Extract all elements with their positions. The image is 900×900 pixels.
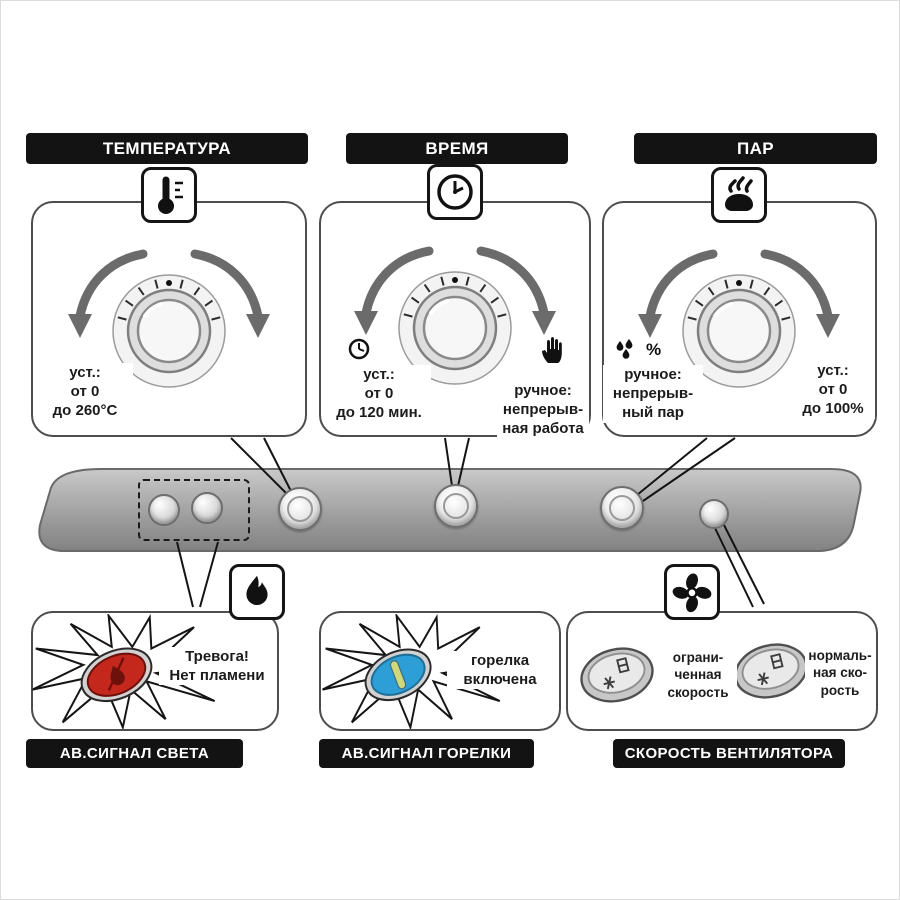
- timer-icon: [348, 338, 370, 360]
- light-alarm-note: Тревога! Нет пламени: [159, 647, 275, 686]
- fan-normal-speed-button[interactable]: [725, 635, 817, 707]
- knob-pointer-dot: [736, 280, 742, 286]
- clock-icon: [427, 164, 483, 220]
- fan-normal-note: нормаль- ная ско- рость: [805, 647, 875, 699]
- header-time-label: ВРЕМЯ: [425, 138, 489, 158]
- rotate-left-arrowhead: [354, 311, 378, 335]
- header-temperature: ТЕМПЕРАТУРА: [26, 133, 308, 164]
- fan-speed-button[interactable]: [699, 499, 729, 529]
- header-steam-label: ПАР: [736, 138, 775, 158]
- burner-lamp-starburst: [322, 614, 505, 729]
- fan-limited-speed-button[interactable]: [571, 639, 663, 711]
- humidity-drops-icon: %: [613, 339, 661, 361]
- time-knob-button[interactable]: [434, 484, 478, 528]
- footer-light-alarm: АВ.СИГНАЛ СВЕТА: [26, 739, 243, 768]
- temperature-knob[interactable]: [59, 236, 279, 411]
- rotate-right-arrowhead: [246, 314, 270, 338]
- temperature-knob-button[interactable]: [278, 487, 322, 531]
- fan-button-glyphs: [757, 653, 784, 686]
- steam-glyph: [725, 176, 753, 211]
- dial-ticks: [403, 276, 507, 318]
- rotate-left-arrow: [361, 246, 434, 318]
- burner-blue-lamp: [364, 648, 432, 702]
- rotate-left-arrowhead: [68, 314, 92, 338]
- fan-icon: [664, 564, 720, 620]
- fan-limited-note: ограни- ченная скорость: [659, 649, 737, 701]
- rotate-right-arrow: [476, 246, 549, 318]
- footer-burner-alarm-label: АВ.СИГНАЛ ГОРЕЛКИ: [341, 745, 512, 762]
- rotate-left-arrow: [75, 249, 148, 321]
- indicator-lights-group: [138, 479, 250, 541]
- time-knob[interactable]: [345, 233, 565, 408]
- knob-pointer-dot: [452, 277, 458, 283]
- thermometer-glyph: [158, 176, 183, 214]
- rotate-right-arrow: [190, 249, 263, 321]
- hand-press-icon: [542, 337, 562, 363]
- steam-manual-note: ручное: непрерыв- ный пар: [603, 365, 703, 423]
- dial-ticks: [117, 279, 221, 321]
- footer-fan-speed: СКОРОСТЬ ВЕНТИЛЯТОРА: [613, 739, 845, 768]
- rotate-right-arrow: [760, 249, 833, 321]
- header-steam: ПАР: [634, 133, 877, 164]
- footer-fan-speed-label: СКОРОСТЬ ВЕНТИЛЯТОРА: [624, 745, 834, 762]
- alarm-lamp-starburst: [32, 614, 220, 729]
- rotate-left-arrow: [645, 249, 718, 321]
- steam-icon: [711, 167, 767, 223]
- header-temperature-label: ТЕМПЕРАТУРА: [102, 138, 232, 158]
- rotate-right-arrowhead: [532, 311, 556, 335]
- knob-cap: [609, 495, 635, 521]
- rotate-left-arrowhead: [638, 314, 662, 338]
- dial-ticks: [687, 279, 791, 321]
- steam-set-range: уст.: от 0 до 100%: [791, 361, 875, 419]
- fan-glyph: [672, 573, 712, 613]
- knob-pointer-dot: [166, 280, 172, 286]
- rotate-right-arrowhead: [816, 314, 840, 338]
- thermometer-icon: [141, 167, 197, 223]
- flame-icon: [229, 564, 285, 620]
- header-time: ВРЕМЯ: [346, 133, 568, 164]
- temperature-set-range: уст.: от 0 до 260°C: [37, 363, 133, 421]
- alarm-light-indicator: [148, 494, 180, 526]
- footer-burner-alarm: АВ.СИГНАЛ ГОРЕЛКИ: [319, 739, 534, 768]
- footer-light-alarm-label: АВ.СИГНАЛ СВЕТА: [59, 745, 210, 762]
- percent-sign: %: [646, 340, 662, 359]
- burner-light-indicator: [191, 492, 223, 524]
- steam-knob[interactable]: [629, 236, 849, 411]
- time-manual-note: ручное: непрерыв- ная работа: [497, 381, 589, 439]
- knob-cap: [287, 496, 313, 522]
- flame-glyph: [246, 575, 268, 606]
- steam-knob-button[interactable]: [600, 486, 644, 530]
- knob-cap: [443, 493, 469, 519]
- clock-glyph: [437, 174, 473, 210]
- alarm-red-lamp: [80, 647, 153, 703]
- fan-button-glyphs: [603, 657, 630, 690]
- time-set-range: уст.: от 0 до 120 мин.: [327, 365, 431, 423]
- drops-glyph: [616, 339, 633, 359]
- burner-alarm-note: горелка включена: [447, 651, 553, 690]
